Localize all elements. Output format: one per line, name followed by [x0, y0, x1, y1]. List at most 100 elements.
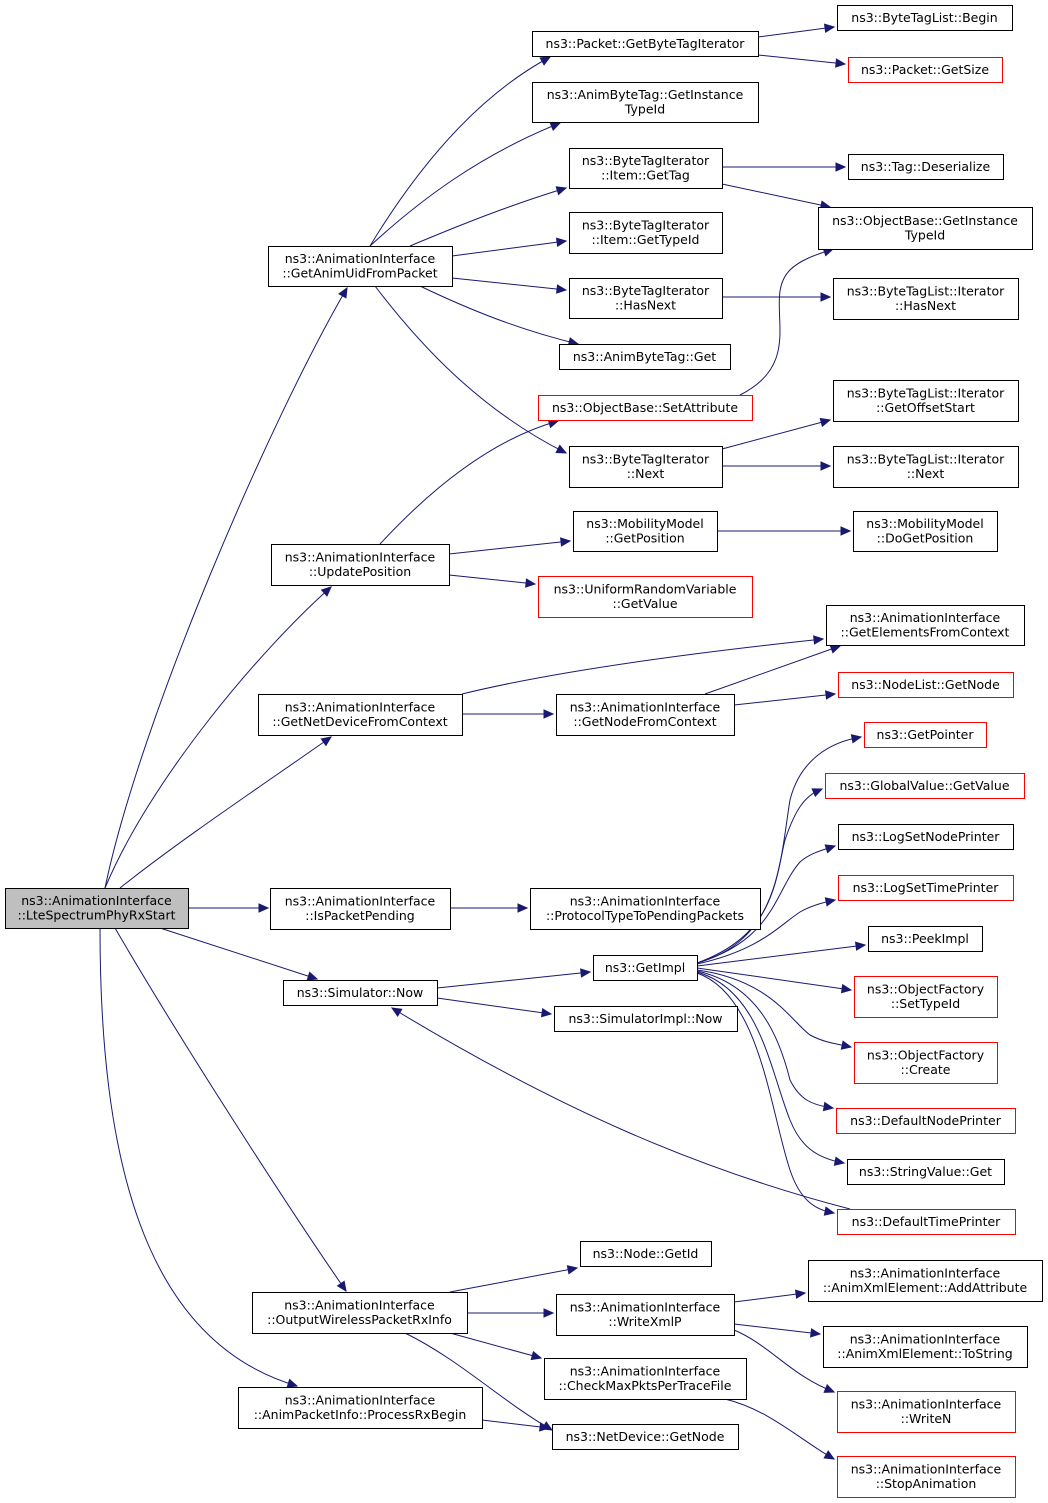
- node-box[interactable]: [837, 1209, 1016, 1235]
- node-box[interactable]: [532, 31, 759, 57]
- node-getNetDevFromCtx[interactable]: ns3::AnimationInterface::GetNetDeviceFro…: [258, 694, 463, 736]
- node-box[interactable]: [238, 1387, 483, 1429]
- node-box[interactable]: [573, 511, 718, 552]
- node-btlIterNext[interactable]: ns3::ByteTagList::Iterator::Next: [833, 446, 1019, 488]
- node-box[interactable]: [864, 722, 987, 748]
- node-box[interactable]: [268, 246, 453, 287]
- node-getByteTagIter[interactable]: ns3::Packet::GetByteTagIterator: [532, 31, 759, 57]
- node-box[interactable]: [569, 148, 723, 189]
- node-btiItemGetTypeId[interactable]: ns3::ByteTagIterator::Item::GetTypeId: [569, 212, 723, 254]
- node-updatePosition[interactable]: ns3::AnimationInterface::UpdatePosition: [271, 544, 450, 586]
- node-netDeviceGetNode[interactable]: ns3::NetDevice::GetNode: [552, 1424, 739, 1450]
- node-nodeGetId[interactable]: ns3::Node::GetId: [580, 1241, 712, 1267]
- node-box[interactable]: [556, 1294, 735, 1336]
- node-animXmlAddAttr[interactable]: ns3::AnimationInterface::AnimXmlElement:…: [808, 1260, 1043, 1302]
- node-simulatorNow[interactable]: ns3::Simulator::Now: [283, 980, 438, 1006]
- node-box[interactable]: [283, 980, 438, 1006]
- node-box[interactable]: [837, 5, 1013, 31]
- node-box[interactable]: [532, 82, 759, 123]
- node-box[interactable]: [853, 511, 998, 552]
- node-outputWirelessRx[interactable]: ns3::AnimationInterface::OutputWirelessP…: [252, 1292, 468, 1334]
- node-globalValueGetValue[interactable]: ns3::GlobalValue::GetValue: [825, 773, 1025, 799]
- node-simulatorImplNow[interactable]: ns3::SimulatorImpl::Now: [554, 1006, 738, 1032]
- node-peekImpl[interactable]: ns3::PeekImpl: [868, 926, 983, 952]
- node-logSetTimePrinter[interactable]: ns3::LogSetTimePrinter: [838, 875, 1014, 901]
- node-box[interactable]: [847, 1159, 1005, 1185]
- node-writeN[interactable]: ns3::AnimationInterface::WriteN: [837, 1391, 1016, 1433]
- node-box[interactable]: [552, 1424, 739, 1450]
- node-writeXmlP[interactable]: ns3::AnimationInterface::WriteXmlP: [556, 1294, 735, 1336]
- node-processRxBegin[interactable]: ns3::AnimationInterface::AnimPacketInfo:…: [238, 1387, 483, 1429]
- node-box[interactable]: [593, 955, 698, 981]
- node-box[interactable]: [554, 1006, 738, 1032]
- node-box[interactable]: [826, 605, 1025, 646]
- node-packetGetSize[interactable]: ns3::Packet::GetSize: [848, 57, 1003, 83]
- node-uniformGetValue[interactable]: ns3::UniformRandomVariable::GetValue: [538, 576, 753, 618]
- node-box[interactable]: [833, 446, 1019, 488]
- node-box[interactable]: [854, 976, 998, 1018]
- node-animXmlToString[interactable]: ns3::AnimationInterface::AnimXmlElement:…: [823, 1326, 1028, 1368]
- node-box[interactable]: [559, 344, 731, 370]
- node-box[interactable]: [530, 888, 761, 930]
- node-box[interactable]: [270, 888, 451, 930]
- node-mobDoGetPos[interactable]: ns3::MobilityModel::DoGetPosition: [853, 511, 998, 552]
- node-defaultTimePrinter[interactable]: ns3::DefaultTimePrinter: [837, 1209, 1016, 1235]
- node-box[interactable]: [825, 773, 1025, 799]
- node-box[interactable]: [837, 1391, 1016, 1433]
- node-btiHasNext[interactable]: ns3::ByteTagIterator::HasNext: [569, 278, 723, 319]
- node-stringValueGet[interactable]: ns3::StringValue::Get: [847, 1159, 1005, 1185]
- node-animByteTagGet[interactable]: ns3::AnimByteTag::Get: [559, 344, 731, 370]
- node-box[interactable]: [838, 672, 1014, 698]
- node-box[interactable]: [868, 926, 983, 952]
- node-getAnimUid[interactable]: ns3::AnimationInterface::GetAnimUidFromP…: [268, 246, 453, 287]
- node-box[interactable]: [252, 1292, 468, 1334]
- node-getElemFromCtx[interactable]: ns3::AnimationInterface::GetElementsFrom…: [826, 605, 1025, 646]
- node-box[interactable]: [836, 1108, 1016, 1134]
- node-box[interactable]: [848, 154, 1004, 180]
- node-box[interactable]: [5, 888, 189, 929]
- node-box[interactable]: [833, 278, 1019, 320]
- node-objFactorySetTypeId[interactable]: ns3::ObjectFactory::SetTypeId: [854, 976, 998, 1018]
- node-box[interactable]: [823, 1326, 1028, 1368]
- node-box[interactable]: [544, 1358, 747, 1400]
- node-box[interactable]: [854, 1042, 998, 1084]
- node-objFactoryCreate[interactable]: ns3::ObjectFactory::Create: [854, 1042, 998, 1084]
- node-root[interactable]: ns3::AnimationInterface::LteSpectrumPhyR…: [5, 888, 189, 929]
- node-box[interactable]: [580, 1241, 712, 1267]
- node-box[interactable]: [837, 1456, 1016, 1498]
- node-box[interactable]: [808, 1260, 1043, 1302]
- node-btiNext[interactable]: ns3::ByteTagIterator::Next: [569, 446, 723, 488]
- node-box[interactable]: [538, 395, 753, 421]
- node-btlIterGetOffset[interactable]: ns3::ByteTagList::Iterator::GetOffsetSta…: [833, 380, 1019, 422]
- node-box[interactable]: [538, 576, 753, 618]
- node-box[interactable]: [569, 278, 723, 319]
- node-box[interactable]: [838, 875, 1014, 901]
- node-objBaseSetAttr[interactable]: ns3::ObjectBase::SetAttribute: [538, 395, 753, 421]
- node-box[interactable]: [569, 212, 723, 254]
- node-box[interactable]: [848, 57, 1003, 83]
- node-box[interactable]: [569, 446, 723, 488]
- node-nodeListGetNode[interactable]: ns3::NodeList::GetNode: [838, 672, 1014, 698]
- node-protoTypeToPending[interactable]: ns3::AnimationInterface::ProtocolTypeToP…: [530, 888, 761, 930]
- node-btlIterHasNext[interactable]: ns3::ByteTagList::Iterator::HasNext: [833, 278, 1019, 320]
- node-logSetNodePrinter[interactable]: ns3::LogSetNodePrinter: [838, 824, 1014, 850]
- node-box[interactable]: [271, 544, 450, 586]
- node-tagDeserialize[interactable]: ns3::Tag::Deserialize: [848, 154, 1004, 180]
- node-box[interactable]: [838, 824, 1014, 850]
- node-box[interactable]: [556, 694, 735, 736]
- node-stopAnimation[interactable]: ns3::AnimationInterface::StopAnimation: [837, 1456, 1016, 1498]
- node-btlBegin[interactable]: ns3::ByteTagList::Begin: [837, 5, 1013, 31]
- node-box[interactable]: [258, 694, 463, 736]
- node-getNodeFromCtx[interactable]: ns3::AnimationInterface::GetNodeFromCont…: [556, 694, 735, 736]
- node-btiItemGetTag[interactable]: ns3::ByteTagIterator::Item::GetTag: [569, 148, 723, 189]
- node-defaultNodePrinter[interactable]: ns3::DefaultNodePrinter: [836, 1108, 1016, 1134]
- node-getPointer[interactable]: ns3::GetPointer: [864, 722, 987, 748]
- node-isPacketPending[interactable]: ns3::AnimationInterface::IsPacketPending: [270, 888, 451, 930]
- node-box[interactable]: [833, 380, 1019, 422]
- node-checkMaxPkts[interactable]: ns3::AnimationInterface::CheckMaxPktsPer…: [544, 1358, 747, 1400]
- node-mobGetPos[interactable]: ns3::MobilityModel::GetPosition: [573, 511, 718, 552]
- node-box[interactable]: [818, 207, 1033, 250]
- node-getImpl[interactable]: ns3::GetImpl: [593, 955, 698, 981]
